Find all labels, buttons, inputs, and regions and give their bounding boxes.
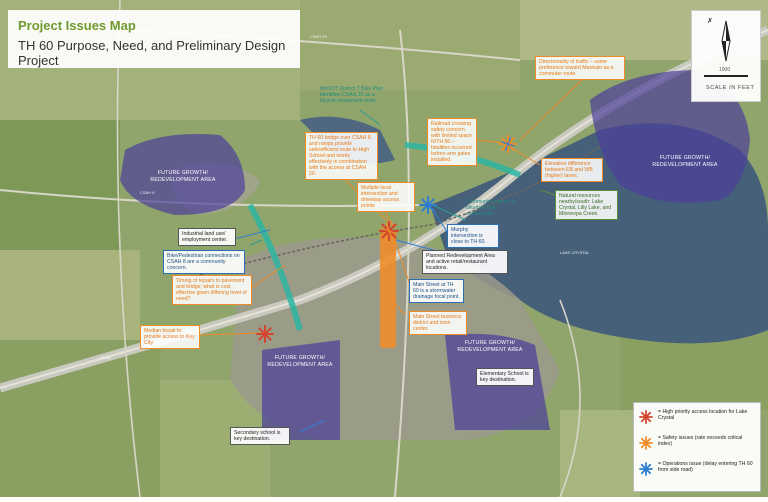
callout-bikeped: Bike/Pedestrian connections on CSAH 8 ar… [163, 250, 245, 274]
callout-murphy: Murphy intersection is close to TH 60. [447, 224, 499, 248]
legend-row-safety: = Safety issues (rate exceeds critical i… [638, 435, 758, 457]
legend-text-operations: = Operations issue (delay entering TH 60… [658, 461, 753, 473]
callout-directionality: Directionality of traffic – some prefere… [535, 56, 625, 80]
callout-natural-resources: Natural resources nearby/south: Lake Cry… [555, 190, 618, 220]
legend-text-safety: = Safety issues (rate exceeds critical i… [658, 435, 743, 447]
label-lake: LAKE CRYSTAL [560, 250, 590, 255]
north-arrow-icon: ✗ [707, 17, 731, 62]
main-street-corridor [380, 232, 396, 348]
callout-multiple-access: Multiple local intersection and driveway… [357, 182, 415, 212]
growth-area-south [262, 340, 340, 440]
red-asterisk-icon [639, 410, 653, 424]
growth-label-northwest: FUTURE GROWTH/ REDEVELOPMENT AREA [150, 170, 216, 183]
growth-label-south: FUTURE GROWTH/ REDEVELOPMENT AREA [267, 355, 333, 368]
svg-text:✗: ✗ [707, 17, 713, 25]
legend-text-high-priority: = High priority access location for Lake… [658, 409, 748, 421]
callout-main-street: Main Street at TH 60 is a stormwater dra… [409, 279, 464, 303]
callout-business: Main Street business district and town c… [409, 311, 467, 335]
callout-elevation: Elevation difference between EB and WB (… [541, 158, 603, 182]
label-csah20: CSAH 20 [310, 34, 327, 39]
callout-secondary: Secondary school is key destination. [230, 427, 290, 445]
callout-median: Median break to provide access to Key Ci… [140, 325, 200, 349]
label-th60: TH 60 [100, 355, 111, 360]
legend-row-operations: = Operations issue (delay entering TH 60… [638, 461, 758, 483]
callout-community: Community interest in bike/ped trail con… [466, 199, 517, 217]
callout-planned: Planned Redevelopment Area and active re… [422, 250, 508, 274]
growth-label-east: FUTURE GROWTH/ REDEVELOPMENT AREA [652, 155, 718, 168]
legend-row-high-priority: = High priority access location for Lake… [638, 409, 758, 431]
north-arrow-panel: ✗ 1000 SCALE IN FEET [691, 10, 761, 102]
growth-area-northwest [120, 134, 245, 215]
callout-mndot-bike: MnDOT District 7 Bike Plan identifies CS… [320, 86, 384, 104]
orange-asterisk-icon [639, 436, 653, 450]
title-panel: Project Issues Map TH 60 Purpose, Need, … [8, 10, 300, 68]
blue-asterisk-icon [639, 462, 653, 476]
callout-bridge: TH 60 bridge over CSAH 8 and ramps provi… [305, 132, 378, 180]
label-csah8: CSAH 8 [140, 190, 155, 195]
scale-bar [704, 75, 748, 77]
callout-elementary: Elementary School is key destination. [476, 368, 534, 386]
legend: = High priority access location for Lake… [633, 402, 761, 492]
callout-industrial: Industrial land use/ employment center. [178, 228, 236, 246]
scale-label: SCALE IN FEET [706, 85, 755, 91]
map-title: Project Issues Map [18, 18, 136, 33]
map-subtitle: TH 60 Purpose, Need, and Preliminary Des… [18, 38, 286, 68]
growth-label-southeast: FUTURE GROWTH/ REDEVELOPMENT AREA [457, 340, 523, 353]
callout-timing: Timing of repairs to pavement and bridge… [172, 275, 252, 305]
callout-railroad: Railroad crossing safety concern with li… [427, 118, 477, 166]
scale-value: 1000 [719, 67, 731, 73]
growth-area-east [590, 70, 750, 203]
